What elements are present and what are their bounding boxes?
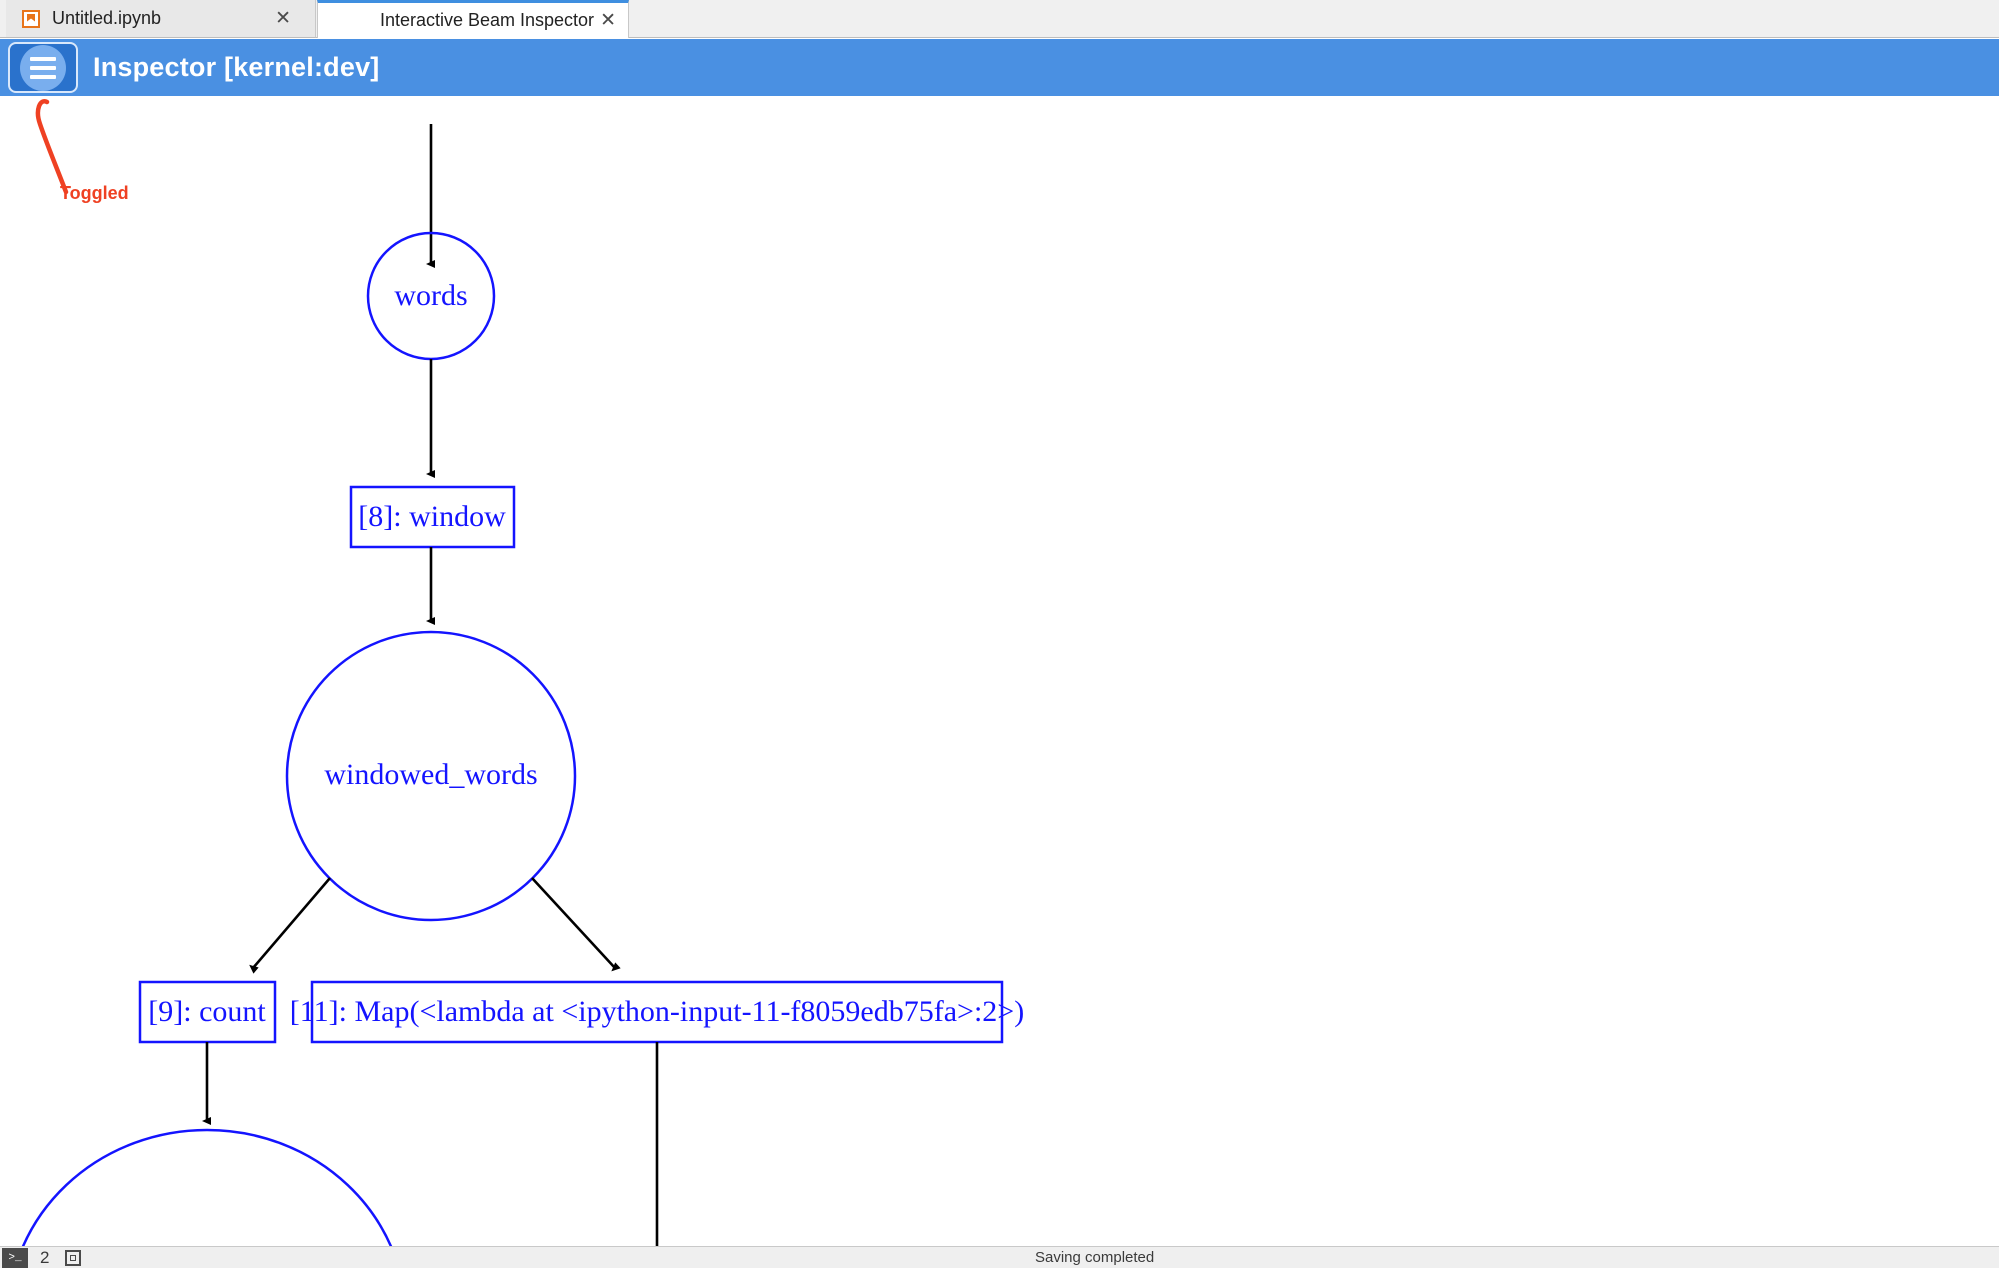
notebook-icon [22, 9, 40, 28]
tab-bar: Untitled.ipynb ✕ Interactive Beam Inspec… [0, 0, 1999, 38]
status-message: Saving completed [1035, 1249, 1155, 1266]
graph-node-windowed-word-counts[interactable]: windowed_word_counts [8, 1128, 406, 1246]
annotation-label: Toggled [60, 183, 129, 203]
graph-node-label: windowed_words [324, 758, 537, 791]
graph-node-label: [11]: Map(<lambda at <ipython-input-11-f… [290, 995, 1024, 1028]
hamburger-menu-button[interactable] [8, 42, 78, 93]
hamburger-bar [30, 65, 56, 70]
kernel-icon[interactable] [65, 1249, 82, 1266]
pipeline-graph: words [8]: window windowed_words [8, 124, 1024, 1246]
terminal-icon[interactable]: >_ [2, 1247, 28, 1268]
graph-node-label: [8]: window [358, 500, 506, 533]
graph-node-window[interactable]: [8]: window [349, 485, 516, 549]
graph-node-windowed-words[interactable]: windowed_words [285, 630, 577, 922]
hamburger-icon [20, 44, 66, 91]
inspector-header: Inspector [kernel:dev] [0, 39, 1999, 96]
tab-interactive-beam-inspector[interactable]: Interactive Beam Inspector ✕ [317, 0, 629, 38]
graph-node-label: [9]: count [148, 995, 266, 1028]
graph-node-map[interactable]: [11]: Map(<lambda at <ipython-input-11-f… [290, 980, 1024, 1044]
edge-windowed-words-count [249, 877, 331, 974]
graph-node-label: words [394, 279, 467, 312]
tab-label: Untitled.ipynb [52, 8, 162, 28]
pipeline-graph-panel[interactable]: words [8]: window windowed_words [0, 96, 1999, 1246]
hamburger-bar [30, 74, 56, 79]
close-icon[interactable]: ✕ [600, 10, 616, 31]
page-title: Inspector [kernel:dev] [93, 52, 380, 82]
tab-label: Interactive Beam Inspector [379, 10, 595, 30]
edge-windowed-words-map [531, 877, 621, 972]
graph-node-count[interactable]: [9]: count [138, 980, 277, 1044]
hamburger-bar [30, 56, 56, 61]
close-icon[interactable]: ✕ [275, 8, 291, 29]
tab-untitled-notebook[interactable]: Untitled.ipynb ✕ [6, 0, 316, 38]
status-count: 2 [40, 1247, 50, 1267]
status-bar: >_ 2 Saving completed [0, 1246, 1999, 1268]
